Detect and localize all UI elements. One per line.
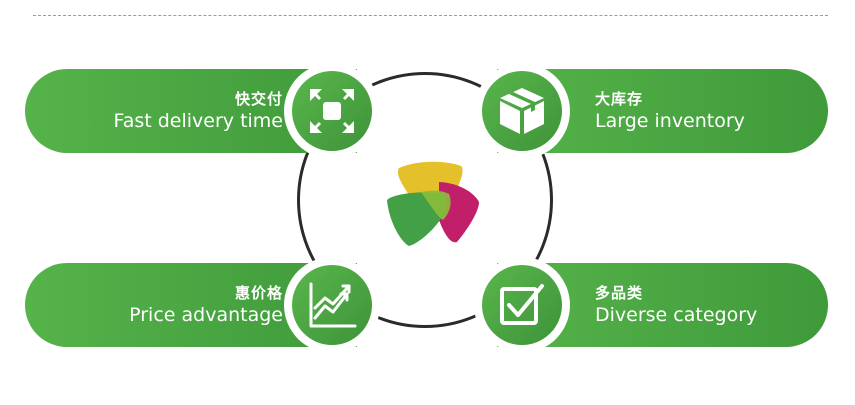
trend-chart-icon (292, 265, 372, 345)
large-inventory-badge (474, 63, 570, 159)
feature-title-cn: 多品类 (595, 284, 644, 302)
feature-title-en: Fast delivery time (113, 110, 283, 132)
fast-delivery-badge (284, 63, 380, 159)
expand-arrows-icon (292, 71, 372, 151)
feature-title-en: Large inventory (595, 110, 745, 132)
brand-logo (387, 161, 479, 246)
feature-title-cn: 快交付 (234, 90, 283, 108)
feature-title-en: Diverse category (595, 304, 758, 326)
price-advantage-badge (284, 257, 380, 353)
feature-title-en: Price advantage (129, 304, 283, 326)
center-ring (297, 72, 553, 328)
feature-title-cn: 惠价格 (234, 284, 283, 302)
dashed-divider (33, 15, 828, 16)
box-icon (482, 71, 562, 151)
feature-title-cn: 大库存 (595, 90, 644, 108)
checkbox-icon (482, 265, 562, 345)
diverse-category-badge (474, 257, 570, 353)
